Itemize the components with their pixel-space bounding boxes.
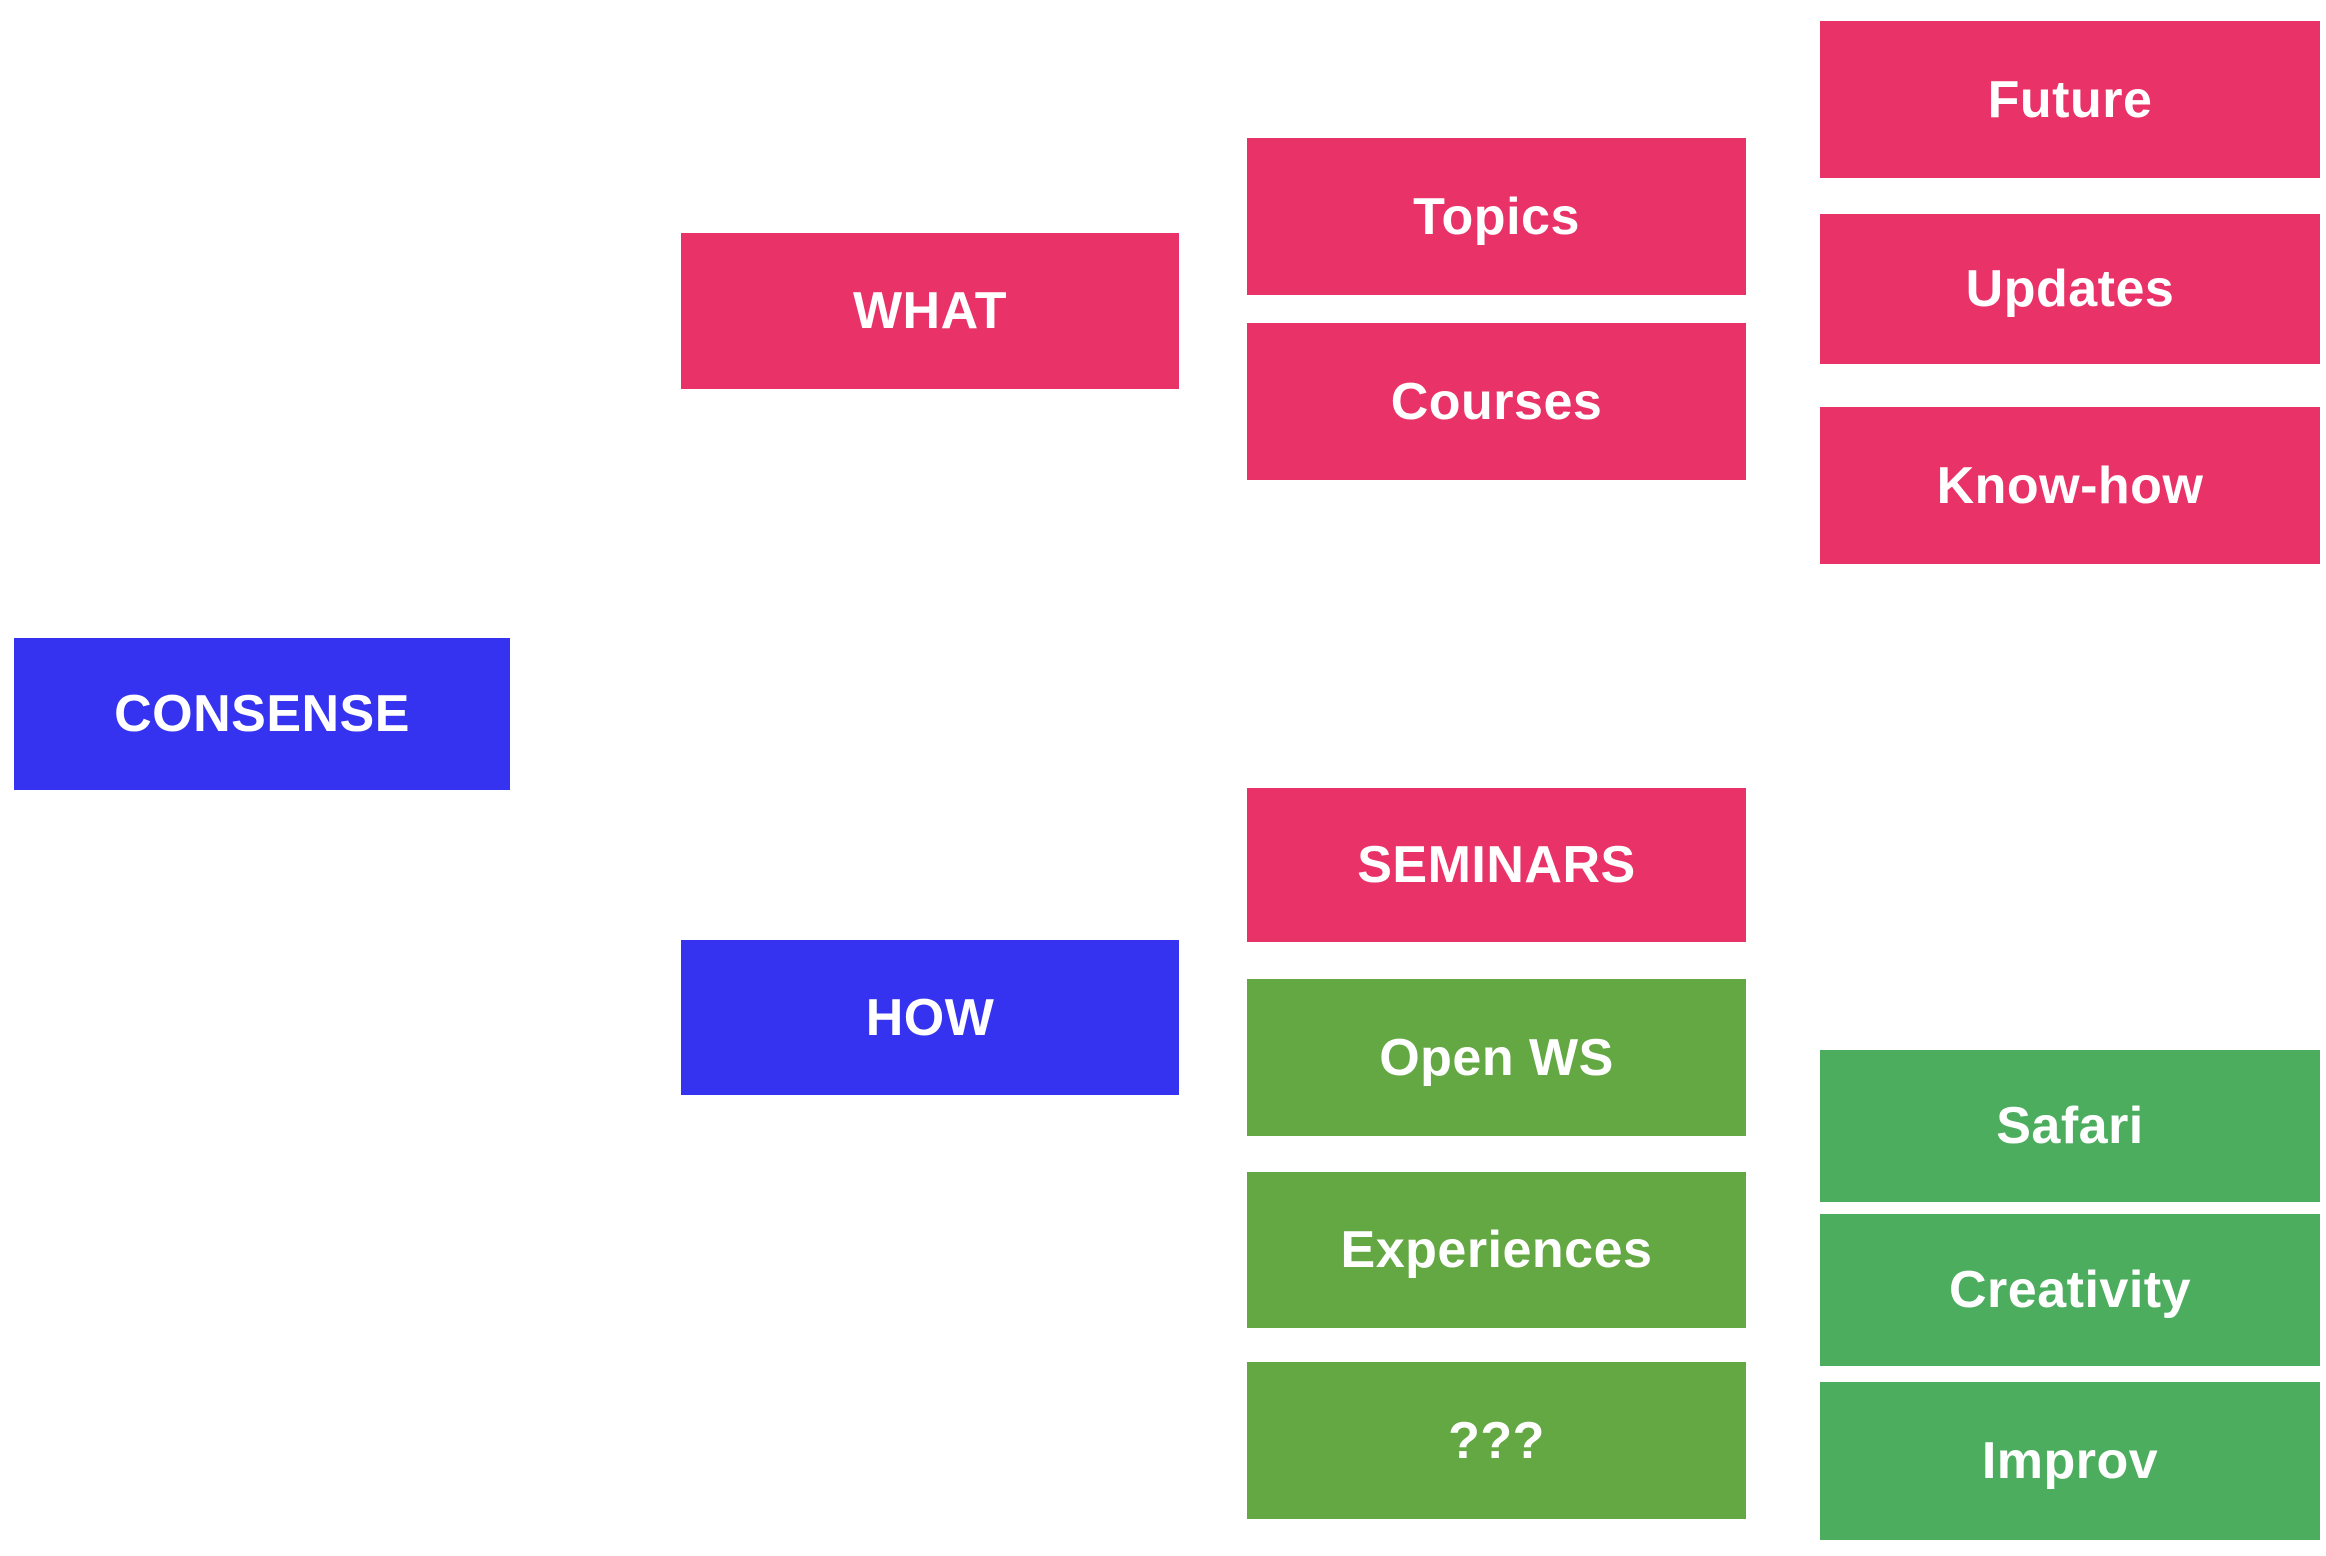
node-improv-label: Improv bbox=[1981, 1432, 2159, 1490]
node-consense-label: CONSENSE bbox=[114, 685, 410, 743]
node-topics[interactable]: Topics bbox=[1247, 138, 1746, 295]
node-how-label: HOW bbox=[865, 988, 995, 1047]
node-future[interactable]: Future bbox=[1820, 21, 2320, 178]
node-experiences-label: Experiences bbox=[1340, 1221, 1653, 1279]
node-knowhow-label: Know-how bbox=[1936, 456, 2204, 515]
node-creativity[interactable]: Creativity bbox=[1820, 1214, 2320, 1366]
node-what[interactable]: WHAT bbox=[681, 233, 1179, 389]
node-what-label: WHAT bbox=[852, 282, 1008, 340]
node-experiences[interactable]: Experiences bbox=[1247, 1172, 1746, 1328]
node-seminars[interactable]: SEMINARS bbox=[1247, 788, 1746, 942]
node-knowhow[interactable]: Know-how bbox=[1820, 407, 2320, 564]
node-unknown-label: ??? bbox=[1448, 1411, 1545, 1470]
node-safari-label: Safari bbox=[1996, 1097, 2144, 1155]
node-updates[interactable]: Updates bbox=[1820, 214, 2320, 364]
node-open-ws-label: Open WS bbox=[1379, 1028, 1614, 1087]
node-how[interactable]: HOW bbox=[681, 940, 1179, 1095]
node-consense[interactable]: CONSENSE bbox=[14, 638, 510, 790]
node-creativity-label: Creativity bbox=[1949, 1261, 2191, 1319]
node-courses-label: Courses bbox=[1390, 372, 1603, 431]
node-safari[interactable]: Safari bbox=[1820, 1050, 2320, 1202]
node-seminars-label: SEMINARS bbox=[1357, 836, 1636, 894]
node-future-label: Future bbox=[1987, 70, 2153, 129]
node-open-ws[interactable]: Open WS bbox=[1247, 979, 1746, 1136]
node-updates-label: Updates bbox=[1965, 260, 2175, 318]
node-unknown[interactable]: ??? bbox=[1247, 1362, 1746, 1519]
node-improv[interactable]: Improv bbox=[1820, 1382, 2320, 1540]
node-courses[interactable]: Courses bbox=[1247, 323, 1746, 480]
node-topics-label: Topics bbox=[1413, 187, 1580, 246]
